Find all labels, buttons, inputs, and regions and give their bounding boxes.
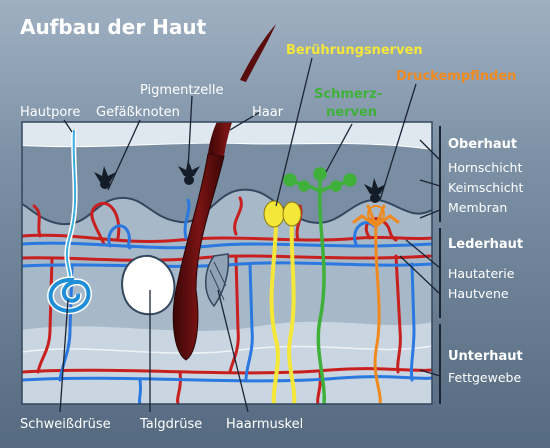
page-title: Aufbau der Haut xyxy=(20,15,207,39)
epidermis-layer xyxy=(22,143,432,225)
sebaceous-gland xyxy=(121,254,176,316)
label-talgdruese: Talgdrüse xyxy=(139,417,202,432)
label-oberhaut: Oberhaut xyxy=(448,137,517,152)
label-unterhaut: Unterhaut xyxy=(448,349,523,364)
pressure-receptor xyxy=(352,204,400,404)
label-schmerznerven-line2: nerven xyxy=(326,105,377,120)
label-keimschicht: Keimschicht xyxy=(448,180,523,195)
label-lederhaut: Lederhaut xyxy=(448,237,523,252)
hair-follicle xyxy=(172,153,225,361)
label-hautaterie: Hautaterie xyxy=(448,266,515,281)
basement-membrane xyxy=(22,188,432,226)
label-druckempfinden: Druckempfinden xyxy=(396,69,516,84)
label-haar: Haar xyxy=(252,105,284,120)
skin-section xyxy=(22,122,432,404)
label-gefaessknoten: Gefäßknoten xyxy=(96,105,180,120)
pigment-cells xyxy=(94,160,386,203)
label-beruehrungsnerven: Berührungsnerven xyxy=(286,43,423,58)
leader-lines xyxy=(59,57,441,413)
label-pigmentzelle: Pigmentzelle xyxy=(140,83,223,98)
hypodermis-area xyxy=(22,321,432,404)
label-hornschicht: Hornschicht xyxy=(448,160,522,175)
sweat-gland xyxy=(47,129,92,315)
label-haarmuskel: Haarmuskel xyxy=(226,417,303,432)
hair-shaft xyxy=(240,24,276,82)
touch-receptor xyxy=(263,200,302,404)
label-fettgewebe: Fettgewebe xyxy=(448,370,521,385)
hair-muscle xyxy=(205,253,230,308)
label-hautvene: Hautvene xyxy=(448,286,509,301)
label-hautpore: Hautpore xyxy=(20,105,80,120)
pain-nerve xyxy=(283,167,357,404)
hair-shaft-lower xyxy=(208,122,233,156)
label-schweissdruese: Schweißdrüse xyxy=(20,417,111,432)
label-membran: Membran xyxy=(448,200,507,215)
label-schmerznerven-line1: Schmerz- xyxy=(314,87,382,102)
section-frame xyxy=(21,121,433,405)
